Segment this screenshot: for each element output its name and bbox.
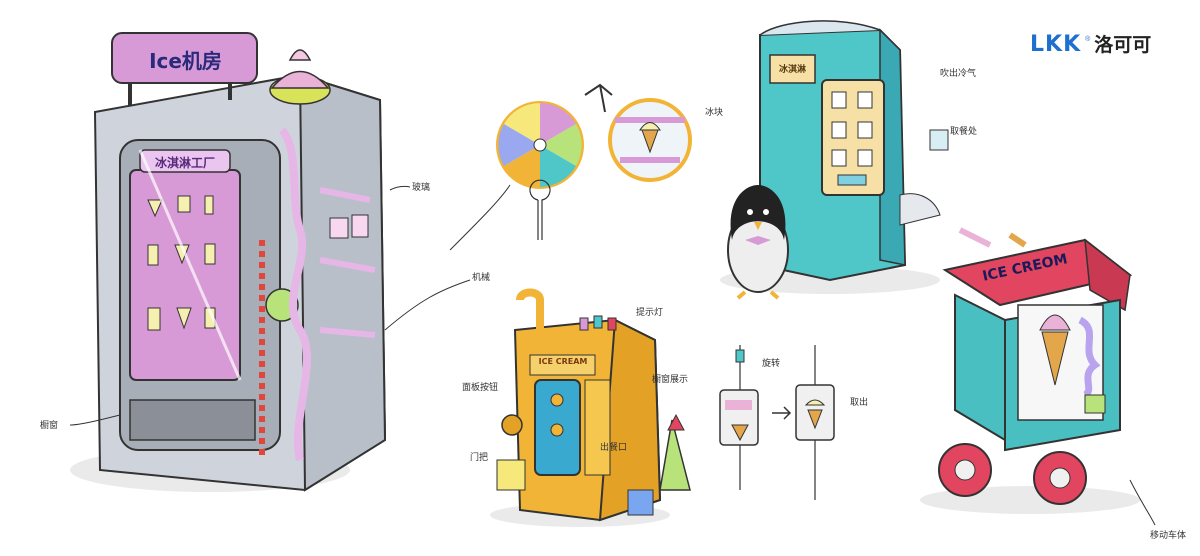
machine-yellow-sign-text: ICE CREAM — [538, 357, 588, 366]
machine-yellow — [490, 288, 691, 527]
machine-main-banner-text: 冰淇淋工厂 — [154, 156, 215, 170]
note-glass: 玻璃 — [412, 183, 431, 193]
ice-cream-icon — [608, 98, 692, 182]
cart — [920, 227, 1140, 514]
note-window: 橱窗 — [40, 421, 59, 431]
note-window-display: 橱窗展示 — [652, 375, 689, 385]
note-ice-cubes: 冰块 — [705, 108, 724, 118]
lollipop-icon — [496, 101, 584, 240]
brand-mark: LKK — [1030, 32, 1082, 57]
note-mechanism: 机械 — [472, 273, 491, 283]
machine-main — [70, 32, 387, 492]
machine-teal-sign-text: 冰淇淋 — [778, 65, 806, 75]
note-indicator-light: 提示灯 — [636, 308, 664, 318]
machine-main-sign-text: Ice机房 — [149, 49, 222, 73]
brand-registered: ® — [1085, 36, 1091, 43]
note-panel-button: 面板按钮 — [462, 383, 499, 393]
brand-logo: LKK® 洛可可 — [1030, 30, 1151, 57]
machine-main-sign — [111, 32, 258, 84]
note-mobile-body: 移动车体 — [1150, 531, 1187, 541]
machine-teal — [720, 20, 949, 294]
note-cold-air: 吹出冷气 — [940, 69, 977, 79]
note-rotate: 旋转 — [762, 359, 781, 369]
note-pickup: 取餐处 — [950, 127, 978, 137]
note-take-out: 取出 — [850, 398, 869, 408]
penguin-icon — [727, 185, 789, 300]
dispenser-detail — [719, 345, 835, 500]
brand-chinese-name: 洛可可 — [1094, 34, 1152, 56]
note-door-handle: 门把 — [470, 453, 489, 463]
note-outlet: 出餐口 — [600, 443, 628, 453]
arrow-icon — [584, 83, 613, 113]
